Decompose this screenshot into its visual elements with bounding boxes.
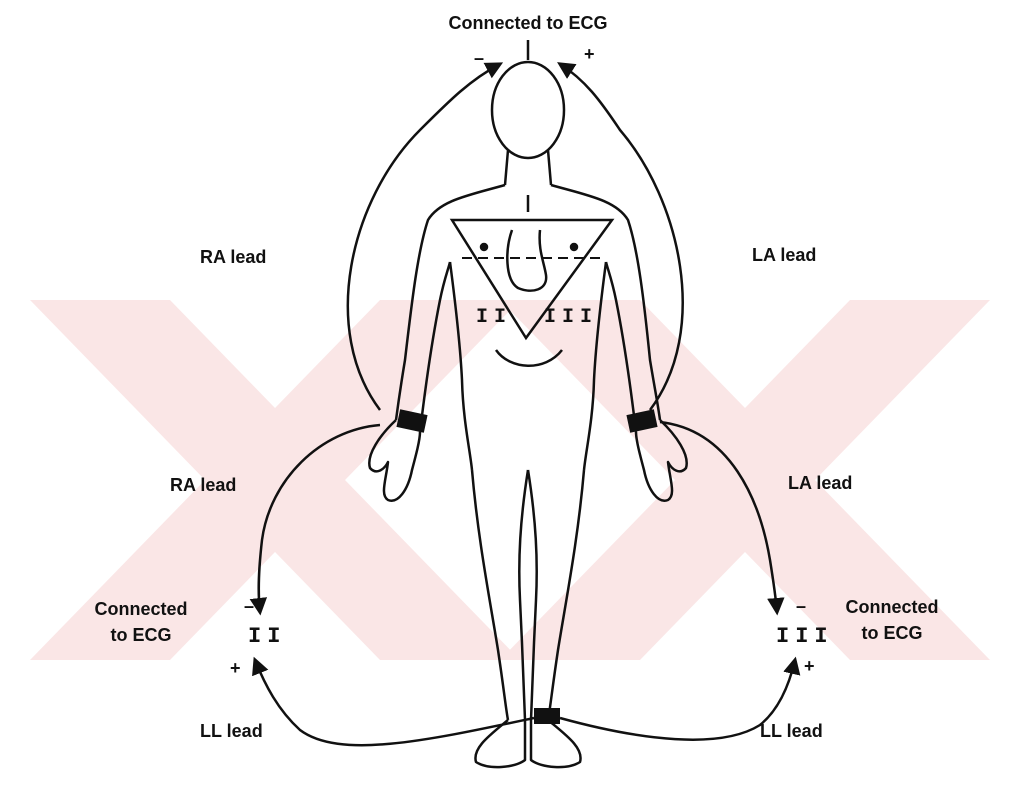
right-lead-number: III [776, 624, 834, 649]
la-lead-label-upper: LA lead [752, 244, 816, 266]
top-minus-sign: – [474, 48, 484, 69]
ll-electrode-band [534, 708, 560, 724]
left-connection-label-line2: to ECG [86, 624, 196, 646]
la-lead-label-lower: LA lead [788, 472, 852, 494]
ra-lead-label-upper: RA lead [200, 246, 266, 268]
top-plus-sign: + [584, 44, 595, 65]
left-minus-sign: – [244, 596, 254, 617]
right-connection-label-line2: to ECG [834, 622, 950, 644]
right-connection-label-line1: Connected [834, 596, 950, 618]
right-minus-sign: – [796, 596, 806, 617]
left-connection-label-line1: Connected [86, 598, 196, 620]
ra-lead-label-lower: RA lead [170, 474, 236, 496]
triangle-label-ii: II [476, 306, 512, 329]
left-lead-number: II [248, 624, 286, 649]
triangle-label-iii: III [544, 306, 598, 329]
ll-lead-label-right: LL lead [760, 720, 823, 742]
ll-lead-label-left: LL lead [200, 720, 263, 742]
right-plus-sign: + [804, 656, 815, 677]
left-plus-sign: + [230, 658, 241, 679]
top-connection-label: Connected to ECG [420, 12, 636, 34]
